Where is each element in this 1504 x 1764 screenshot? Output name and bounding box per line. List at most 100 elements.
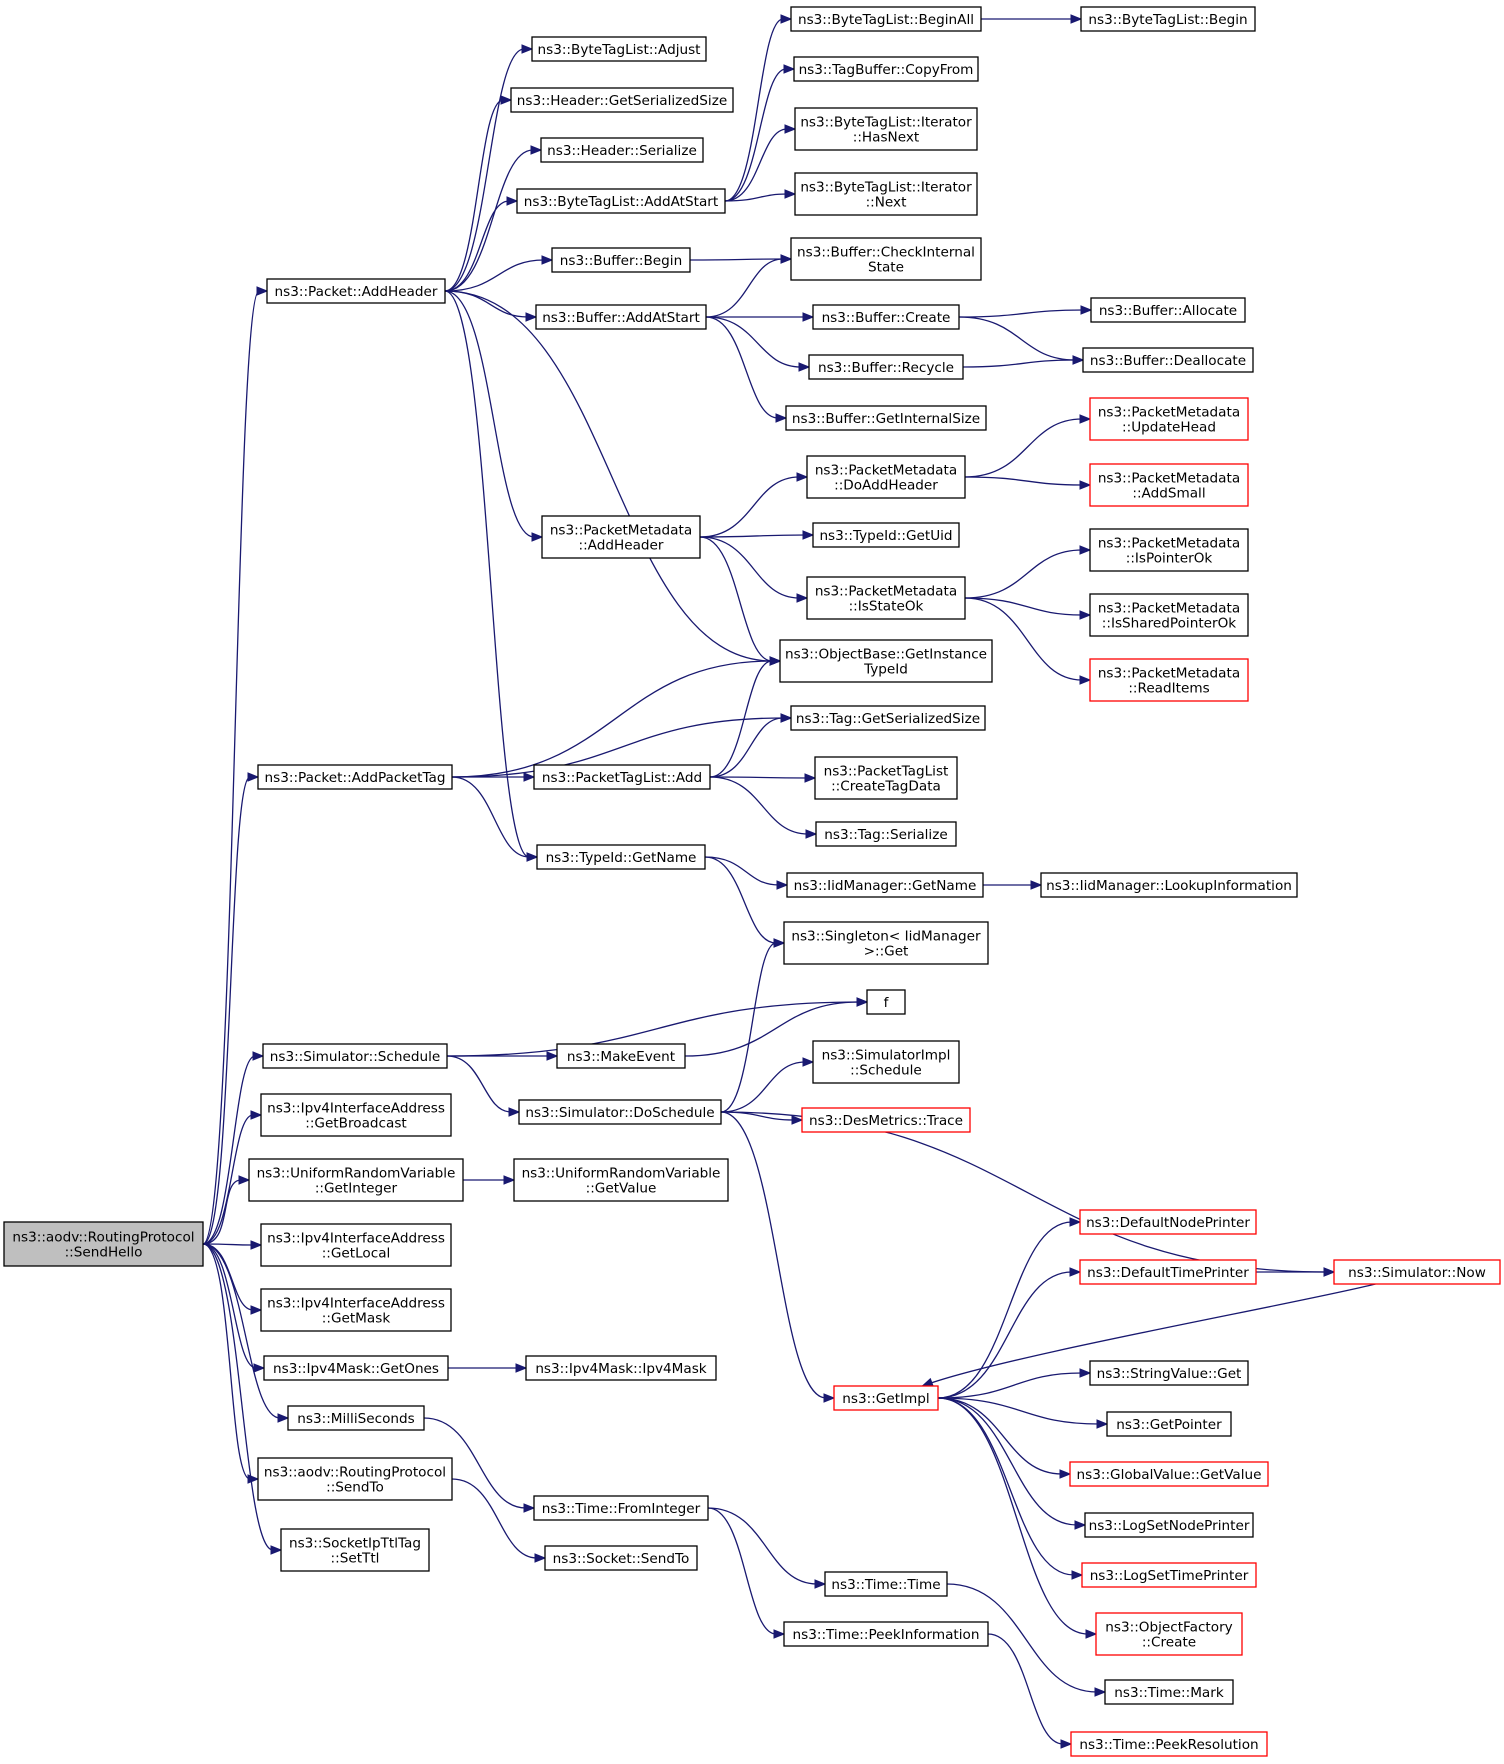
function-node-buffer-begin[interactable]: ns3::Buffer::Begin: [551, 247, 691, 273]
function-node-buffer-recycle[interactable]: ns3::Buffer::Recycle: [808, 354, 964, 380]
function-node-time-peekresolution[interactable]: ns3::Time::PeekResolution: [1070, 1731, 1268, 1757]
function-node-label: ns3::Header::Serialize: [547, 143, 697, 159]
function-node-time-mark[interactable]: ns3::Time::Mark: [1104, 1679, 1234, 1705]
function-node-iidmgr-getname[interactable]: ns3::IidManager::GetName: [786, 872, 984, 898]
call-edge: [444, 196, 519, 292]
function-node-logsetnodeprinter[interactable]: ns3::LogSetNodePrinter: [1084, 1512, 1254, 1538]
function-node-label: ns3::Buffer::Create: [822, 310, 951, 326]
function-node-logsettimeprinter[interactable]: ns3::LogSetTimePrinter: [1081, 1562, 1257, 1588]
function-node-getimpl[interactable]: ns3::GetImpl: [833, 1385, 939, 1411]
function-node-milliseconds[interactable]: ns3::MilliSeconds: [287, 1405, 425, 1431]
function-node-socket-sendto[interactable]: ns3::Socket::SendTo: [544, 1545, 698, 1571]
function-node-socketipttl-setttl[interactable]: ns3::SocketIpTtlTag::SetTtl: [280, 1528, 430, 1572]
function-node-pm-doaddheader[interactable]: ns3::PacketMetadata::DoAddHeader: [806, 455, 966, 499]
function-node-label: ns3::PacketMetadata::DoAddHeader: [815, 463, 957, 494]
call-edge: [706, 312, 815, 322]
function-node-label: ns3::ObjectFactory::Create: [1105, 1620, 1232, 1651]
function-node-label: ns3::LogSetNodePrinter: [1089, 1518, 1250, 1534]
function-node-urv-getinteger[interactable]: ns3::UniformRandomVariable::GetInteger: [248, 1158, 464, 1202]
function-node-pm-issharedpointerok[interactable]: ns3::PacketMetadata::IsSharedPointerOk: [1089, 593, 1249, 637]
function-node-urv-getvalue[interactable]: ns3::UniformRandomVariable::GetValue: [513, 1158, 729, 1202]
function-node-label: ns3::Buffer::Begin: [560, 253, 682, 269]
call-edge: [447, 1363, 528, 1373]
function-node-buffer-create[interactable]: ns3::Buffer::Create: [812, 304, 960, 330]
function-node-pm-addsmall[interactable]: ns3::PacketMetadata::AddSmall: [1089, 463, 1249, 507]
function-node-tag-getsersize[interactable]: ns3::Tag::GetSerializedSize: [790, 705, 986, 731]
function-node-getpointer[interactable]: ns3::GetPointer: [1106, 1411, 1232, 1437]
function-node-label: ns3::GetImpl: [842, 1391, 929, 1407]
function-node-btl-addatstart[interactable]: ns3::ByteTagList::AddAtStart: [516, 188, 726, 214]
function-node-btl-iter-hasnext[interactable]: ns3::ByteTagList::Iterator::HasNext: [794, 107, 978, 151]
function-node-ptl-createtagdata[interactable]: ns3::PacketTagList::CreateTagData: [814, 756, 958, 800]
function-node-label: ns3::Ipv4Mask::GetOnes: [273, 1361, 439, 1377]
function-node-pm-readitems[interactable]: ns3::PacketMetadata::ReadItems: [1089, 658, 1249, 702]
function-node-makeevent[interactable]: ns3::MakeEvent: [556, 1043, 686, 1069]
function-node-btl-beginall[interactable]: ns3::ByteTagList::BeginAll: [790, 6, 982, 32]
function-node-typeid-getname[interactable]: ns3::TypeId::GetName: [536, 844, 706, 870]
function-node-label: ns3::DefaultNodePrinter: [1086, 1215, 1250, 1231]
call-edge: [463, 1175, 516, 1185]
call-edge: [720, 1057, 815, 1113]
function-node-desmetrics-trace[interactable]: ns3::DesMetrics::Trace: [801, 1107, 971, 1133]
function-node-simimpl-schedule[interactable]: ns3::SimulatorImpl::Schedule: [812, 1040, 960, 1084]
function-node-tag-serialize[interactable]: ns3::Tag::Serialize: [815, 821, 957, 847]
call-edge: [444, 290, 544, 542]
function-node-label: ns3::DesMetrics::Trace: [809, 1113, 963, 1129]
function-node-buffer-deallocate[interactable]: ns3::Buffer::Deallocate: [1082, 347, 1254, 373]
function-node-pm-addheader[interactable]: ns3::PacketMetadata::AddHeader: [541, 515, 701, 559]
function-node-label: ns3::Singleton< IidManager>::Get: [791, 929, 981, 960]
function-node-label: ns3::LogSetTimePrinter: [1090, 1568, 1249, 1584]
call-edge: [705, 316, 811, 372]
call-edge: [444, 145, 543, 292]
function-node-ipv4-getbroadcast[interactable]: ns3::Ipv4InterfaceAddress::GetBroadcast: [260, 1093, 452, 1137]
function-node-buffer-allocate[interactable]: ns3::Buffer::Allocate: [1090, 297, 1246, 323]
function-node-stringvalue-get[interactable]: ns3::StringValue::Get: [1089, 1360, 1249, 1386]
call-edge: [720, 1111, 1336, 1277]
function-node-header-serialize[interactable]: ns3::Header::Serialize: [540, 137, 704, 163]
function-node-objectfactory-create[interactable]: ns3::ObjectFactory::Create: [1095, 1612, 1243, 1656]
function-node-singleton-get[interactable]: ns3::Singleton< IidManager>::Get: [783, 921, 989, 965]
function-node-globalvalue-getvalue[interactable]: ns3::GlobalValue::GetValue: [1069, 1461, 1269, 1487]
function-node-ipv4-getlocal[interactable]: ns3::Ipv4InterfaceAddress::GetLocal: [260, 1223, 452, 1267]
function-node-btl-adjust[interactable]: ns3::ByteTagList::Adjust: [531, 36, 707, 62]
function-node-buffer-getinternalsize[interactable]: ns3::Buffer::GetInternalSize: [785, 405, 987, 431]
function-node-label: ns3::DefaultTimePrinter: [1087, 1265, 1249, 1281]
function-node-time-peekinformation[interactable]: ns3::Time::PeekInformation: [783, 1621, 989, 1647]
function-node-buffer-addatstart[interactable]: ns3::Buffer::AddAtStart: [535, 304, 707, 330]
function-node-sim-schedule[interactable]: ns3::Simulator::Schedule: [262, 1043, 448, 1069]
function-node-pm-isstateok[interactable]: ns3::PacketMetadata::IsStateOk: [806, 576, 966, 620]
function-node-header-getsersize[interactable]: ns3::Header::GetSerializedSize: [510, 87, 734, 113]
function-node-tagbuffer-copyfrom[interactable]: ns3::TagBuffer::CopyFrom: [793, 56, 979, 82]
function-node-mask-getones[interactable]: ns3::Ipv4Mask::GetOnes: [263, 1355, 449, 1381]
function-node-btl-iter-next[interactable]: ns3::ByteTagList::Iterator::Next: [794, 172, 978, 216]
function-node-label: ns3::PacketMetadata::AddSmall: [1098, 471, 1240, 502]
function-node-label: ns3::Packet::AddHeader: [275, 284, 438, 300]
function-node-ipv4-getmask[interactable]: ns3::Ipv4InterfaceAddress::GetMask: [260, 1288, 452, 1332]
function-node-iidmgr-lookupinfo[interactable]: ns3::IidManager::LookupInformation: [1040, 872, 1298, 898]
function-node-sim-doschedule[interactable]: ns3::Simulator::DoSchedule: [518, 1099, 722, 1125]
function-node-pm-updatehead[interactable]: ns3::PacketMetadata::UpdateHead: [1089, 397, 1249, 441]
function-node-btl-begin[interactable]: ns3::ByteTagList::Begin: [1080, 6, 1256, 32]
call-edge: [451, 1478, 547, 1563]
function-node-defaulttimeprinter[interactable]: ns3::DefaultTimePrinter: [1079, 1259, 1257, 1285]
function-node-packet-addheader[interactable]: ns3::Packet::AddHeader: [266, 278, 446, 304]
function-node-typeid-getuid[interactable]: ns3::TypeId::GetUid: [812, 522, 960, 548]
call-edge: [202, 1243, 266, 1373]
function-node-pm-ispointerok[interactable]: ns3::PacketMetadata::IsPointerOk: [1089, 528, 1249, 572]
function-node-label: ns3::ByteTagList::Iterator::HasNext: [800, 115, 972, 146]
function-node-label: ns3::ByteTagList::Iterator::Next: [800, 180, 972, 211]
function-node-ptl-add[interactable]: ns3::PacketTagList::Add: [533, 764, 711, 790]
function-node-time-frominteger[interactable]: ns3::Time::FromInteger: [533, 1495, 709, 1521]
function-node-rp-sendto[interactable]: ns3::aodv::RoutingProtocol::SendTo: [257, 1457, 453, 1501]
function-node-time-time[interactable]: ns3::Time::Time: [824, 1571, 948, 1597]
function-node-defaultnodeprinter[interactable]: ns3::DefaultNodePrinter: [1079, 1209, 1257, 1235]
function-node-packet-addpackettag[interactable]: ns3::Packet::AddPacketTag: [257, 764, 453, 790]
function-node-sim-now[interactable]: ns3::Simulator::Now: [1333, 1259, 1501, 1285]
root-function-node[interactable]: ns3::aodv::RoutingProtocol::SendHello: [3, 1221, 204, 1267]
function-node-f[interactable]: f: [866, 989, 906, 1015]
call-edge: [921, 1283, 1376, 1387]
function-node-mask-ipv4mask[interactable]: ns3::Ipv4Mask::Ipv4Mask: [525, 1355, 717, 1381]
